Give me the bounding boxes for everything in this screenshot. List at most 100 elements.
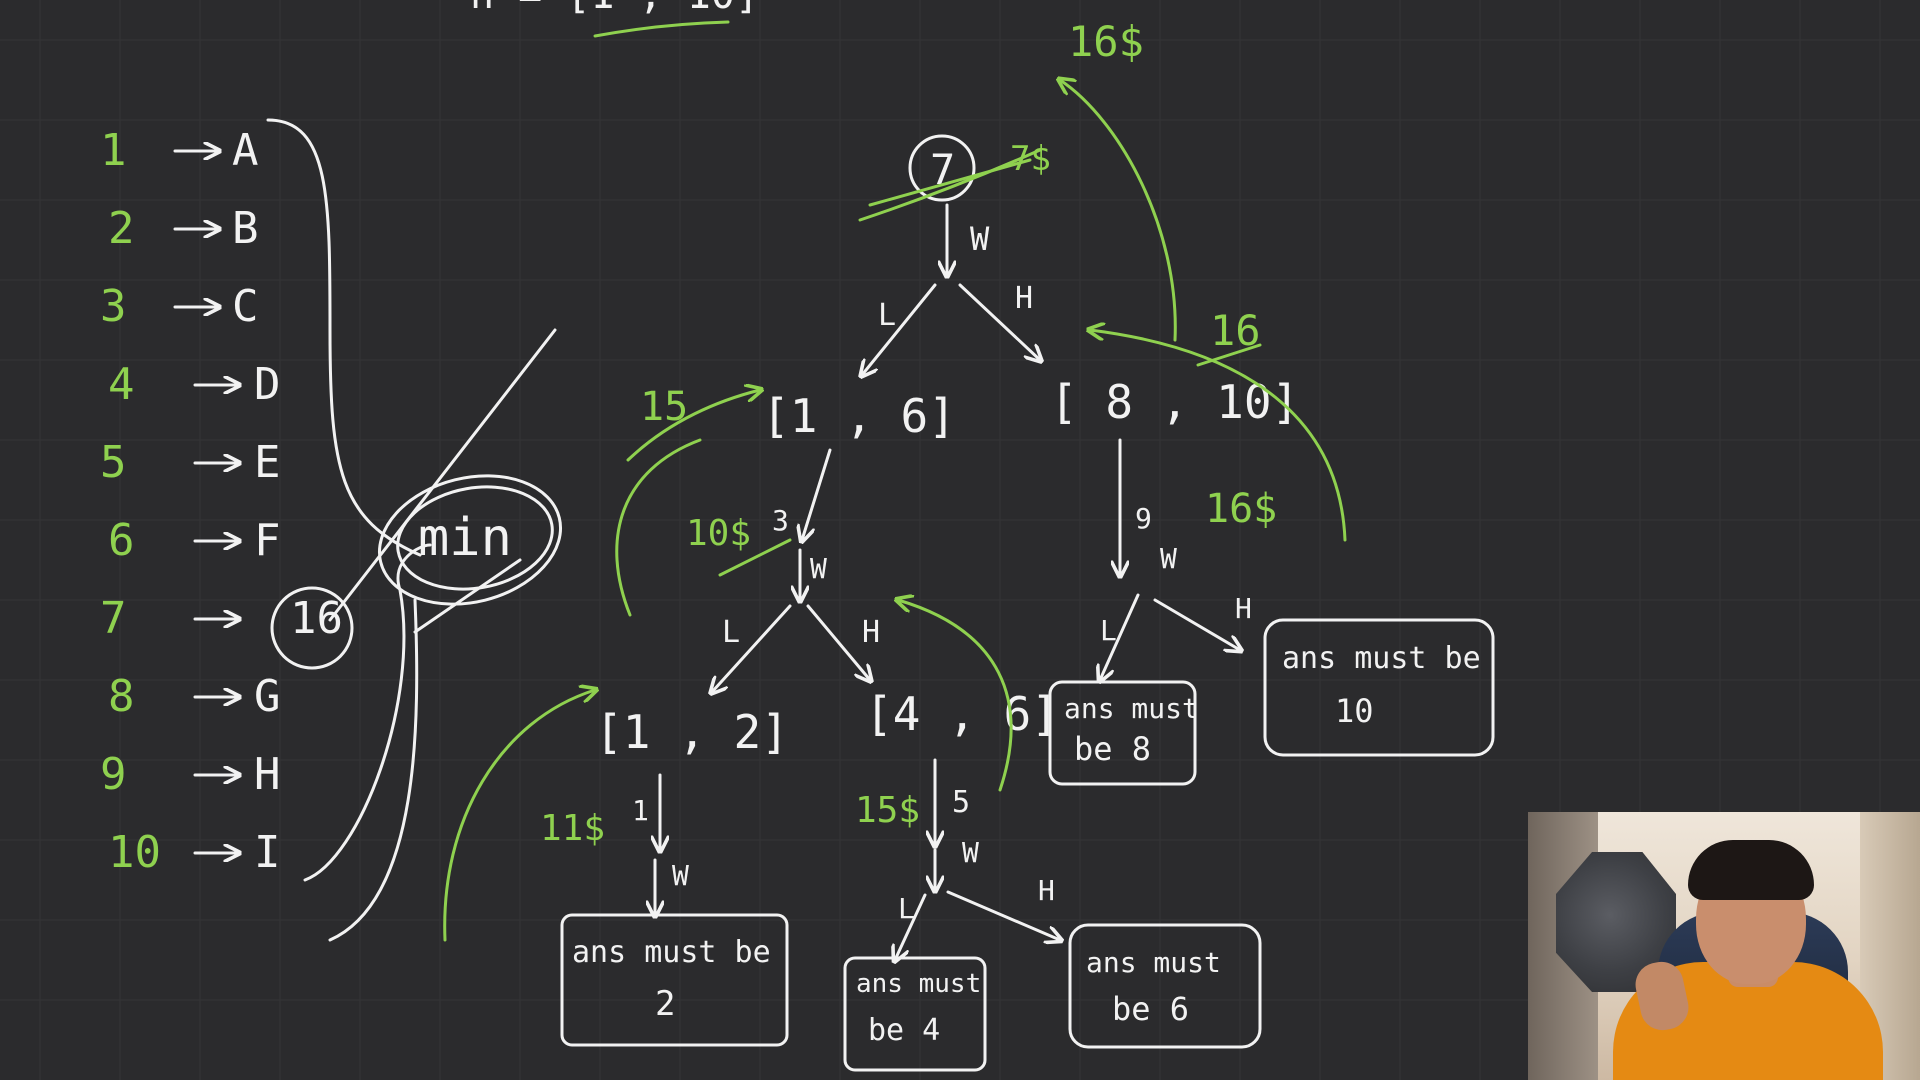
root-strike-1 (858, 148, 1042, 222)
min-label: min (418, 508, 512, 568)
mapping-connector-a (266, 118, 422, 557)
mapping-row: 10 I (108, 827, 281, 878)
edge-1-2-w-label: W (672, 859, 689, 892)
header-underline (593, 20, 730, 38)
leaf-box-ans-8-line1: ans must (1064, 692, 1199, 725)
green-curve-left (615, 438, 702, 617)
root-strike-2 (868, 158, 1032, 207)
mapping-number: 5 (100, 437, 127, 488)
mapping-letter: F (254, 515, 281, 566)
mapping-connector-i (303, 543, 432, 882)
right-edge-h (1153, 598, 1240, 650)
edge-4-6-h-label: H (1038, 874, 1055, 907)
right-cost: 16$ (1205, 486, 1277, 532)
mapping-letter: 16 (290, 593, 343, 644)
left-edge-h (806, 604, 870, 680)
right-guess: 9 (1135, 502, 1152, 535)
right-edge-l-label: L (1100, 614, 1117, 647)
right-edge-w-label: W (1160, 542, 1177, 575)
root-circle (908, 134, 976, 202)
leaf-box-ans-2-line2: 2 (655, 984, 675, 1024)
root-edge-l (862, 283, 937, 375)
min-circle (377, 474, 563, 606)
green-arrow-right-up (1090, 330, 1347, 542)
circle-16 (270, 586, 354, 670)
leaf-box-ans-8-line2: be 8 (1074, 730, 1151, 768)
root-edge-l-label: L (878, 298, 896, 333)
strike-line (328, 328, 557, 622)
range-right: [ 8 , 10] (1050, 375, 1299, 429)
guess-5: 5 (952, 785, 970, 820)
mapping-letter: G (254, 671, 281, 722)
root-edge-h (958, 283, 1040, 360)
mapping-number: 7 (100, 593, 127, 644)
root-edge-w-label: W (970, 220, 990, 258)
cost-15: 15$ (855, 790, 920, 831)
green-arrow-top (1060, 80, 1177, 342)
mapping-number: 8 (108, 671, 135, 722)
left-cost: 10$ (686, 513, 751, 554)
leaf-box-ans-2-line1: ans must be (572, 935, 771, 970)
left-edge-w-label: W (810, 552, 827, 585)
strike-line-2 (413, 558, 522, 634)
mapping-number: 9 (100, 749, 127, 800)
leaf-box-ans-8: ans must be 8 (1048, 680, 1199, 786)
guess-1: 1 (632, 794, 649, 827)
mapping-letter: A (232, 125, 259, 176)
left-edge-l (712, 604, 792, 692)
range-1-2: [1 , 2] (595, 705, 789, 759)
leaf-box-ans-10-line1: ans must be (1282, 641, 1481, 676)
left-edge-down (802, 448, 832, 540)
mapping-number: 10 (108, 827, 161, 878)
mapping-letter: E (254, 437, 281, 488)
right-edge-h-label: H (1235, 592, 1252, 625)
mapping-letter: H (254, 749, 281, 800)
edge-4-6-w-label: W (962, 836, 979, 869)
leaf-box-ans-6-line1: ans must (1086, 946, 1221, 979)
cost-11: 11$ (540, 808, 605, 849)
root-edge-h-label: H (1015, 281, 1033, 316)
left-edge-l-label: L (722, 615, 740, 650)
green-arrow-left-up (626, 390, 760, 462)
mapping-number: 2 (108, 203, 135, 254)
leaf-box-ans-6: ans must be 6 (1068, 923, 1262, 1049)
leaf-box-ans-2: ans must be 2 (560, 913, 789, 1047)
leaf-box-ans-10-line2: 10 (1335, 692, 1374, 730)
leaf-box-ans-10: ans must be 10 (1263, 618, 1495, 757)
mapping-number: 6 (108, 515, 135, 566)
webcam-presenter-hair (1688, 840, 1814, 900)
presenter-webcam (1528, 812, 1920, 1080)
mapping-letter: I (254, 827, 281, 878)
mapping-letter: D (254, 359, 281, 410)
mapping-number: 1 (100, 125, 127, 176)
min-circle-inner (396, 485, 554, 591)
mapping-connector-loop (328, 598, 419, 942)
leaf-box-ans-4-line2: be 4 (868, 1013, 940, 1048)
total-top: 16$ (1068, 17, 1144, 66)
edge-4-6-l (895, 893, 927, 960)
mapping-row: 7 16 (100, 593, 343, 644)
edge-4-6-l-label: L (898, 892, 915, 925)
mapping-letter: B (232, 203, 259, 254)
leaf-box-ans-4-line1: ans must (856, 969, 981, 999)
leaf-box-ans-6-line2: be 6 (1112, 990, 1189, 1028)
right-edge-l (1100, 593, 1140, 680)
left-cost-strike (718, 538, 792, 577)
edge-4-6-h (946, 890, 1060, 940)
left-guess: 3 (772, 504, 789, 537)
leaf-box-ans-4: ans must be 4 (843, 956, 987, 1072)
green-strike-16 (1196, 343, 1262, 367)
left-edge-h-label: H (862, 615, 880, 650)
range-left: [1 , 6] (762, 389, 956, 443)
mapping-number: 3 (100, 281, 127, 332)
cost-15-left: 15 (640, 384, 688, 430)
